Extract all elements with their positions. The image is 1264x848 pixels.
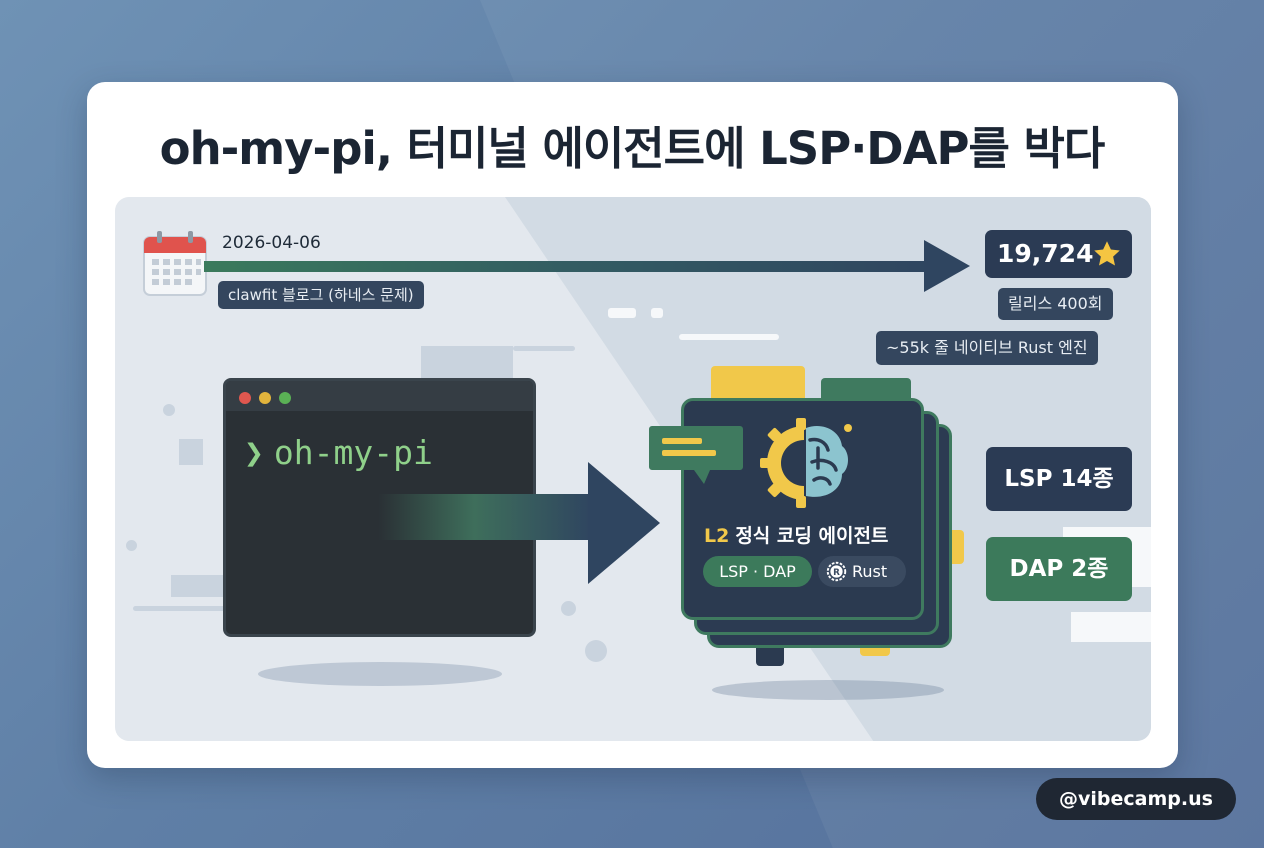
terminal-command: ❯oh-my-pi: [244, 433, 433, 472]
dap-count-badge: DAP 2종: [986, 537, 1132, 601]
decor-dot: [561, 601, 576, 616]
arrow-right-icon: [924, 240, 970, 292]
prompt-icon: ❯: [244, 433, 264, 472]
maximize-dot-icon: [279, 392, 291, 404]
rust-pill: R Rust: [818, 556, 906, 587]
stars-count: 19,724: [997, 239, 1094, 268]
lsp-count-badge: LSP 14종: [986, 447, 1132, 511]
calendar-icon: [143, 231, 207, 296]
decor-block: [171, 575, 223, 597]
svg-text:R: R: [833, 568, 840, 578]
chat-bubble-icon: [649, 426, 743, 484]
source-badge: clawfit 블로그 (하네스 문제): [218, 281, 424, 309]
release-date: 2026-04-06: [222, 233, 321, 253]
gear-brain-icon: [760, 418, 852, 508]
decor-line: [679, 334, 779, 340]
agent-label-text: 정식 코딩 에이전트: [735, 525, 889, 547]
stars-badge: 19,724: [985, 230, 1132, 278]
timeline-line: [204, 261, 934, 272]
rust-icon: R: [826, 561, 847, 582]
minimize-dot-icon: [259, 392, 271, 404]
terminal-titlebar: [226, 381, 533, 411]
transition-arrow: [378, 494, 592, 540]
arrow-right-icon: [588, 462, 660, 584]
command-text: oh-my-pi: [273, 433, 433, 472]
decor-dash: [651, 308, 663, 318]
chip-tab: [711, 366, 805, 404]
rust-label: Rust: [852, 562, 888, 581]
decor-dash: [608, 308, 636, 318]
decor-dot: [126, 540, 137, 551]
engine-badge: ~55k 줄 네이티브 Rust 엔진: [876, 331, 1098, 365]
releases-badge: 릴리스 400회: [998, 288, 1113, 320]
protocols-pill: LSP · DAP: [703, 556, 812, 587]
watermark-badge: @vibecamp.us: [1036, 778, 1236, 820]
terminal-shadow: [258, 662, 502, 686]
close-dot-icon: [239, 392, 251, 404]
agent-level: L2: [704, 525, 730, 547]
decor-square: [179, 439, 203, 465]
decor-line: [513, 346, 575, 351]
decor-line: [133, 606, 225, 611]
page-title: oh-my-pi, 터미널 에이전트에 LSP·DAP를 박다: [159, 122, 1106, 175]
star-icon: [1094, 241, 1120, 266]
decor-block: [1071, 612, 1151, 642]
decor-dot: [163, 404, 175, 416]
decor-dot: [585, 640, 607, 662]
chip-shadow: [712, 680, 944, 700]
